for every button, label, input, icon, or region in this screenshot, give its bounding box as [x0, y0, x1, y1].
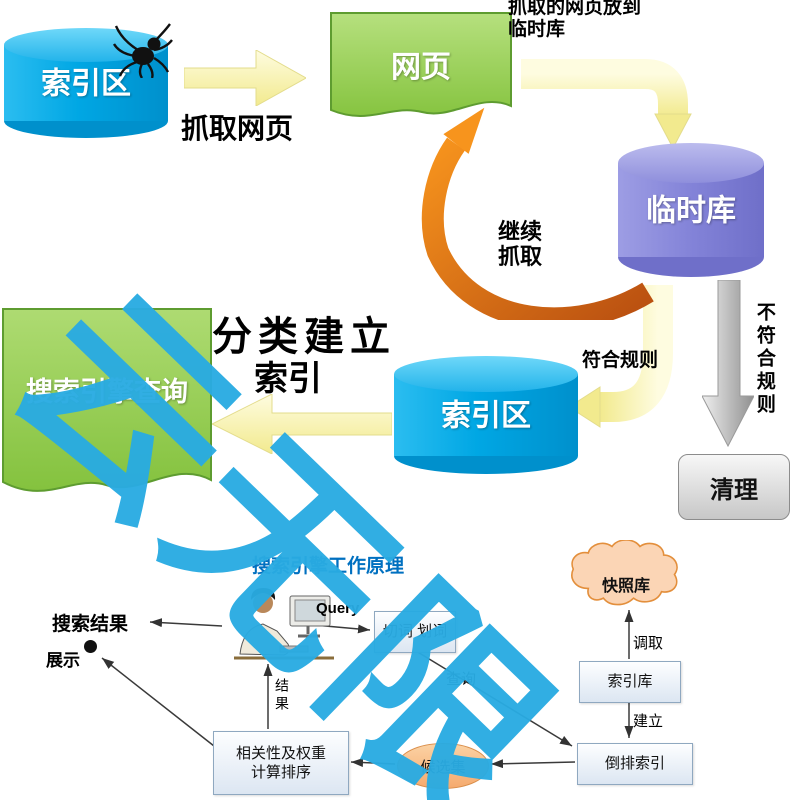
ranking-line2: 计算排序: [250, 764, 311, 781]
ranking-line1: 相关性及权重: [235, 744, 326, 762]
cloud-shape: [571, 540, 678, 606]
candidate-ellipse: 候选集: [397, 743, 489, 789]
document-shape: [2, 308, 212, 492]
index-area-label: 索引区: [41, 67, 131, 101]
snapshot-label: 快照库: [601, 578, 650, 595]
recrawl-arrow: [421, 107, 654, 320]
recrawl-label: 继续 抓取: [498, 219, 542, 270]
fetch-label: 调取: [633, 635, 664, 652]
build-label: 建立: [633, 713, 664, 730]
nomatch-arrow: [702, 280, 754, 448]
temp-db-cylinder: 临时库: [618, 143, 764, 277]
index-store-label: 索引库: [607, 673, 653, 691]
clean-label: 清理: [710, 476, 758, 504]
index-to-query-arrow: [212, 394, 392, 454]
query-document: 搜索引擎查询: [2, 308, 212, 512]
cylinder-top: [394, 356, 578, 392]
webpage-label: 网页: [391, 51, 451, 84]
ranking-label: 相关性及权重 计算排序: [236, 744, 326, 783]
crawl-arrow: [184, 50, 306, 106]
index-area-2-label: 索引区: [441, 399, 531, 433]
results-display-line1: 搜索结果: [52, 614, 129, 635]
segmentation-box: 切词 划词: [374, 611, 456, 653]
return-label: 结果: [274, 678, 290, 714]
candidate-label: 候选集: [420, 758, 466, 776]
inverted-index-box: 倒排索引: [577, 743, 693, 785]
spider-icon: [112, 23, 173, 78]
inverted-index-label: 倒排索引: [604, 755, 665, 773]
crawl-label: 抓取网页: [181, 113, 294, 144]
results-display-line2: 展示: [46, 651, 80, 670]
recrawl-line1: 继续: [498, 219, 543, 244]
query-line-label: 查询: [446, 671, 477, 688]
temp-db-label: 临时库: [646, 194, 736, 228]
segmentation-label: 切词 划词: [382, 623, 448, 641]
person-at-computer-illustration: [234, 588, 334, 660]
cylinder-top: [618, 143, 764, 183]
webpage-document: 网页: [330, 12, 512, 130]
match-label: 符合规则: [582, 350, 659, 371]
classify-line1: 分类建立: [212, 315, 396, 359]
query-text-label: Query: [316, 600, 360, 617]
snapshot-cloud: 快照库: [566, 540, 686, 610]
index-area-2-cylinder: 索引区: [394, 356, 578, 474]
ranking-box: 相关性及权重 计算排序: [213, 731, 349, 795]
save-note: 抓取的网页放到 临时库: [508, 0, 641, 41]
query-doc-label: 搜索引擎查询: [26, 377, 188, 407]
clean-box: 清理: [678, 454, 790, 520]
webpage-to-temp-arrow: [521, 59, 692, 150]
classify-line2: 索引: [254, 360, 322, 398]
bottom-title: 搜索引擎工作原理: [252, 556, 405, 577]
results-dot: [84, 640, 97, 653]
save-note-line2: 临时库: [508, 18, 566, 40]
classify-label: 分类建立 索引: [212, 314, 396, 399]
index-store-box: 索引库: [579, 661, 681, 703]
recrawl-line2: 抓取: [498, 244, 543, 270]
document-shape: [330, 12, 512, 117]
nomatch-label: 不符合规则: [753, 302, 775, 417]
save-note-line1: 抓取的网页放到: [508, 0, 642, 18]
match-arrow: [568, 285, 673, 428]
